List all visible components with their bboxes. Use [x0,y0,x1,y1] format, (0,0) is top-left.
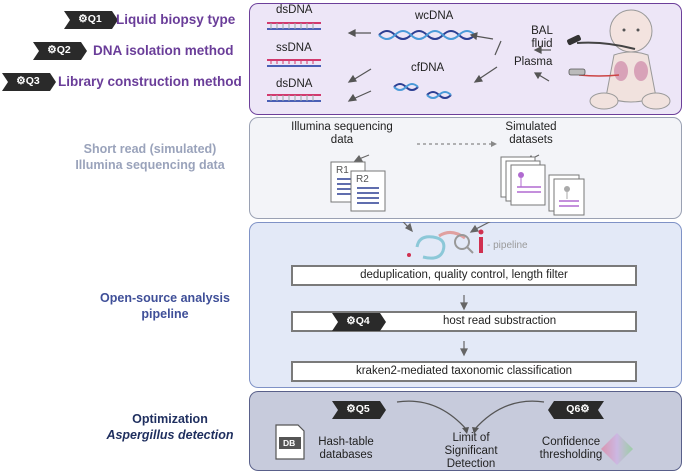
optimization-title: Optimization [132,412,208,426]
step2-text: host read substraction [443,315,557,327]
r2-label: R2 [356,174,369,185]
optimization-subtitle: Aspergillus detection [106,428,234,442]
q4-tag-label: Q4 [355,315,370,327]
limit-of-detection-label: Limit of Significant Detection [444,432,498,470]
plasma-label: Plasma [514,56,553,68]
confidence-gradient-icon [601,433,633,465]
dsdna-top-label: dsDNA [276,4,313,16]
hash-table-label: Hash-table databases [318,436,374,461]
panel3-arrows [402,222,491,357]
tag-shape-icon [2,73,56,91]
sequencing-illustration [330,141,585,216]
cfdna-label: cfDNA [411,62,445,74]
question-tag-q3: ⚙Q3 [2,73,58,91]
dsdna-bottom-label: dsDNA [276,78,313,90]
infant-patient-icon [567,9,671,110]
r1-label: R1 [336,165,349,176]
question-tag-q1: ⚙Q1 [64,11,120,29]
fastq-r2-file-icon [350,170,386,212]
q1-tag-label: Q1 [87,13,102,25]
question-tag-q4: ⚙Q4 [332,313,388,331]
q5-text: ⚙Q5 [346,403,370,415]
panel1-arrows [347,29,551,102]
simulated-dataset-files-icon [500,156,585,216]
pipeline-logo-suffix: - pipeline [487,240,528,251]
q6-tag-label: Q6 [566,403,581,415]
step-kraken2-classification: kraken2-mediated taxonomic classificatio… [291,361,637,382]
pipeline-illustration [402,222,491,357]
q2-label: DNA isolation method [93,43,234,58]
q3-text: ⚙Q3 [16,75,40,87]
illumina-label: Illumina sequencing data [291,121,393,146]
q3-label: Library construction method [58,74,242,89]
panel4-curved-arrows [396,400,545,431]
question-tag-q2: ⚙Q2 [33,42,89,60]
q2-tag-label: Q2 [56,44,71,56]
panel-sequencing-data [249,117,682,219]
optimization-label: Optimization Aspergillus detection [100,411,240,443]
q4-text: ⚙Q4 [346,315,370,327]
tag-shape-icon [332,401,386,419]
step-dedup-qc-filter: deduplication, quality control, length f… [291,265,637,286]
pipeline-label: Open-source analysis pipeline [100,291,230,321]
question-tag-q6: Q6⚙ [548,401,604,419]
simulated-datasets-label: Simulated datasets [505,121,557,146]
tag-shape-icon [548,401,604,419]
ssdna-label: ssDNA [276,42,312,54]
optimization-illustration [275,400,633,465]
q5-tag-label: Q5 [355,403,370,415]
database-icon [275,424,305,460]
cfdna-fragments-icon [393,83,452,99]
wcdna-helix-icon [378,30,476,40]
q2-text: ⚙Q2 [47,44,71,56]
wcdna-label: wcDNA [415,10,454,22]
liquid-biopsy-illustration [267,9,671,110]
tag-shape-icon [64,11,118,29]
short-read-label: Short read (simulated) Illumina sequenci… [75,142,225,172]
q6-text: Q6⚙ [566,403,590,415]
q1-text: ⚙Q1 [78,13,102,25]
dsdna-top-strand-icon [267,22,321,30]
db-icon-text: DB [283,438,296,448]
pipeline-logo-icon [407,229,484,260]
dsdna-bottom-strand-icon [267,94,321,102]
ssdna-strand-icon [267,59,321,67]
tag-shape-icon [332,313,386,331]
q1-label: Liquid biopsy type [116,12,236,27]
confidence-thresholding-label: Confidence thresholding [539,436,603,461]
q3-tag-label: Q3 [25,75,40,87]
illumina-to-simulated-arrow [417,141,497,147]
bal-fluid-label: BAL fluid [531,25,553,50]
tag-shape-icon [33,42,87,60]
question-tag-q5: ⚙Q5 [332,401,388,419]
